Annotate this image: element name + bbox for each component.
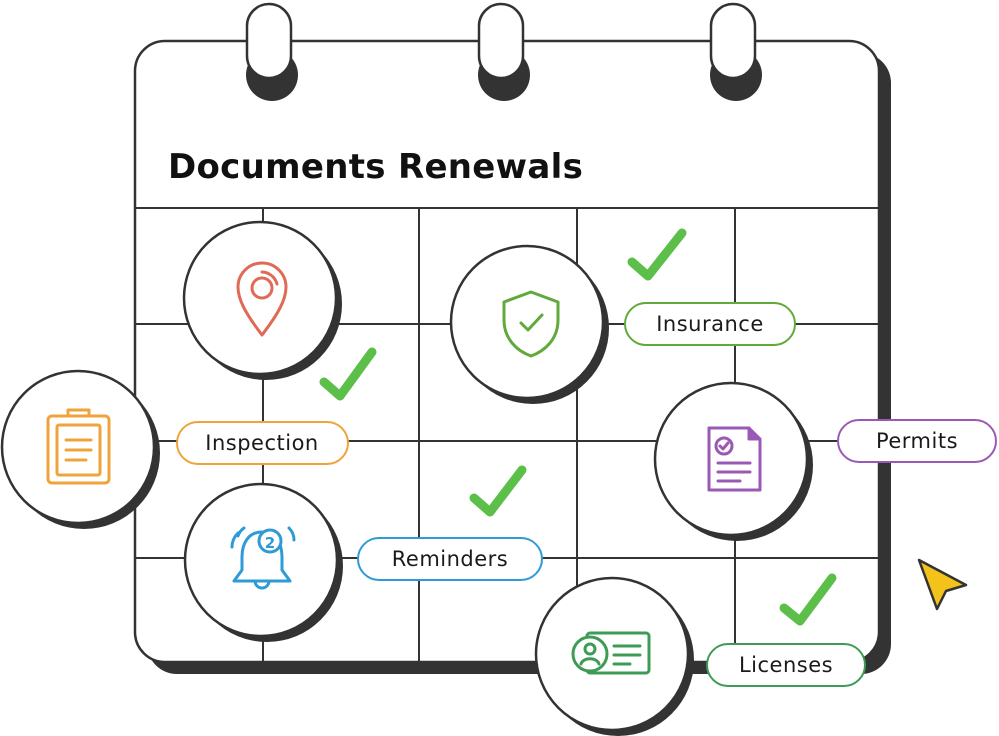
reminders-node: 2 — [183, 482, 343, 642]
check-marks — [319, 228, 837, 626]
inspection-label: Inspection — [205, 431, 318, 455]
page-title: Documents Renewals — [168, 147, 583, 187]
licenses-label: Licenses — [739, 653, 833, 677]
location-pin-icon — [236, 261, 288, 337]
binder-rings — [245, 2, 762, 101]
label-pill-permits: Permits — [837, 419, 997, 463]
label-pill-insurance: Insurance — [624, 302, 796, 346]
clipboard-icon — [46, 408, 111, 485]
label-pill-reminders: Reminders — [357, 537, 543, 581]
label-pill-licenses: Licenses — [706, 643, 866, 687]
permits-node — [653, 381, 813, 541]
inspection-node — [0, 369, 160, 529]
id-card-icon — [571, 631, 651, 675]
document-check-icon — [707, 426, 762, 492]
check-mark-icon — [469, 465, 527, 517]
check-mark-icon — [779, 573, 837, 626]
binder-ring — [477, 2, 530, 101]
cursor-icon — [917, 558, 968, 611]
reminder-count-badge: 2 — [265, 534, 275, 552]
binder-ring — [709, 2, 762, 101]
permits-label: Permits — [876, 429, 958, 453]
shield-check-icon — [502, 290, 560, 358]
label-pill-inspection: Inspection — [176, 421, 349, 465]
location-node — [182, 220, 342, 380]
reminders-label: Reminders — [392, 547, 509, 571]
insurance-node — [449, 244, 609, 404]
licenses-node — [534, 576, 694, 736]
insurance-label: Insurance — [656, 312, 764, 336]
binder-ring — [245, 2, 298, 101]
connector-lines — [338, 323, 838, 665]
check-mark-icon — [627, 228, 687, 281]
check-mark-icon — [319, 347, 377, 401]
bell-notification-icon — [230, 526, 296, 590]
